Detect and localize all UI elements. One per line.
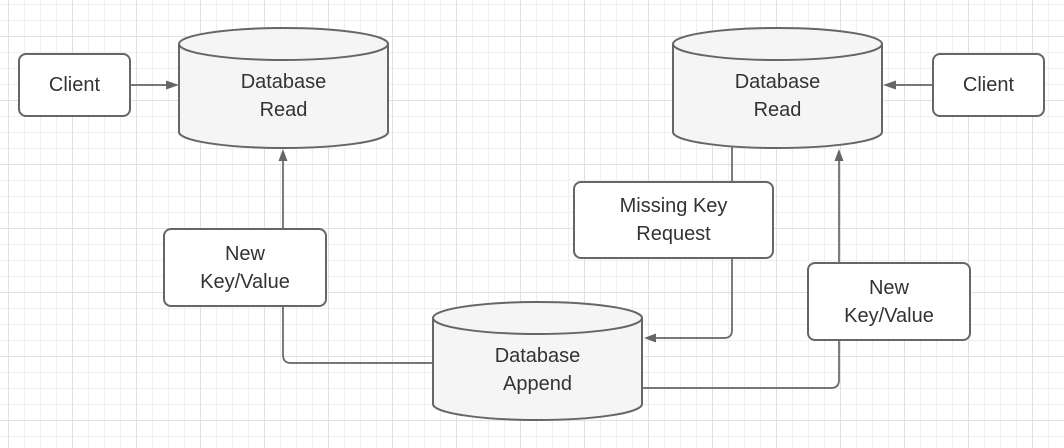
node-label: Client [48,74,101,96]
arrowhead-left-icon [883,80,896,90]
db-read-left-cylinder[interactable] [178,27,389,149]
edge-client-right-to-db-read-right[interactable] [883,80,932,90]
edge-label-missing-key-request[interactable]: Missing Key Request [573,181,774,259]
edge-label-line: Key/Value [200,270,290,293]
edge-label-new-key-value-left[interactable]: New Key/Value [163,228,327,307]
edge-db-append-to-db-read-left[interactable] [278,149,434,364]
arrowhead-right-icon [166,80,179,90]
node-label: Client [962,74,1015,96]
edge-label-line: New [868,276,909,299]
edge-db-read-right-to-db-append[interactable] [644,147,733,343]
edge-label-line: New [224,242,265,265]
cylinder-lid-edge [178,43,389,61]
arrowhead-up-icon [278,149,288,161]
cylinder-lid-edge [432,317,643,335]
cylinder-body[interactable] [178,27,389,149]
edge-label-line: Key/Value [844,304,934,327]
db-read-right-cylinder[interactable] [672,27,883,149]
db-append-cylinder[interactable] [432,301,643,421]
edge-label-line: Request [636,223,711,245]
edge-label-new-key-value-right[interactable]: New Key/Value [807,262,971,341]
cylinder-body[interactable] [672,27,883,149]
node-client-left[interactable]: Client [18,53,131,117]
arrowhead-left-icon [644,333,656,343]
edge-label-line: Missing Key [619,195,728,217]
arrowhead-up-icon [834,149,844,161]
edge-client-left-to-db-read-left[interactable] [131,80,179,90]
cylinder-body[interactable] [432,301,643,421]
node-client-right[interactable]: Client [932,53,1045,117]
edge-db-append-to-db-read-right[interactable] [642,149,844,389]
cylinder-lid-edge [672,43,883,61]
